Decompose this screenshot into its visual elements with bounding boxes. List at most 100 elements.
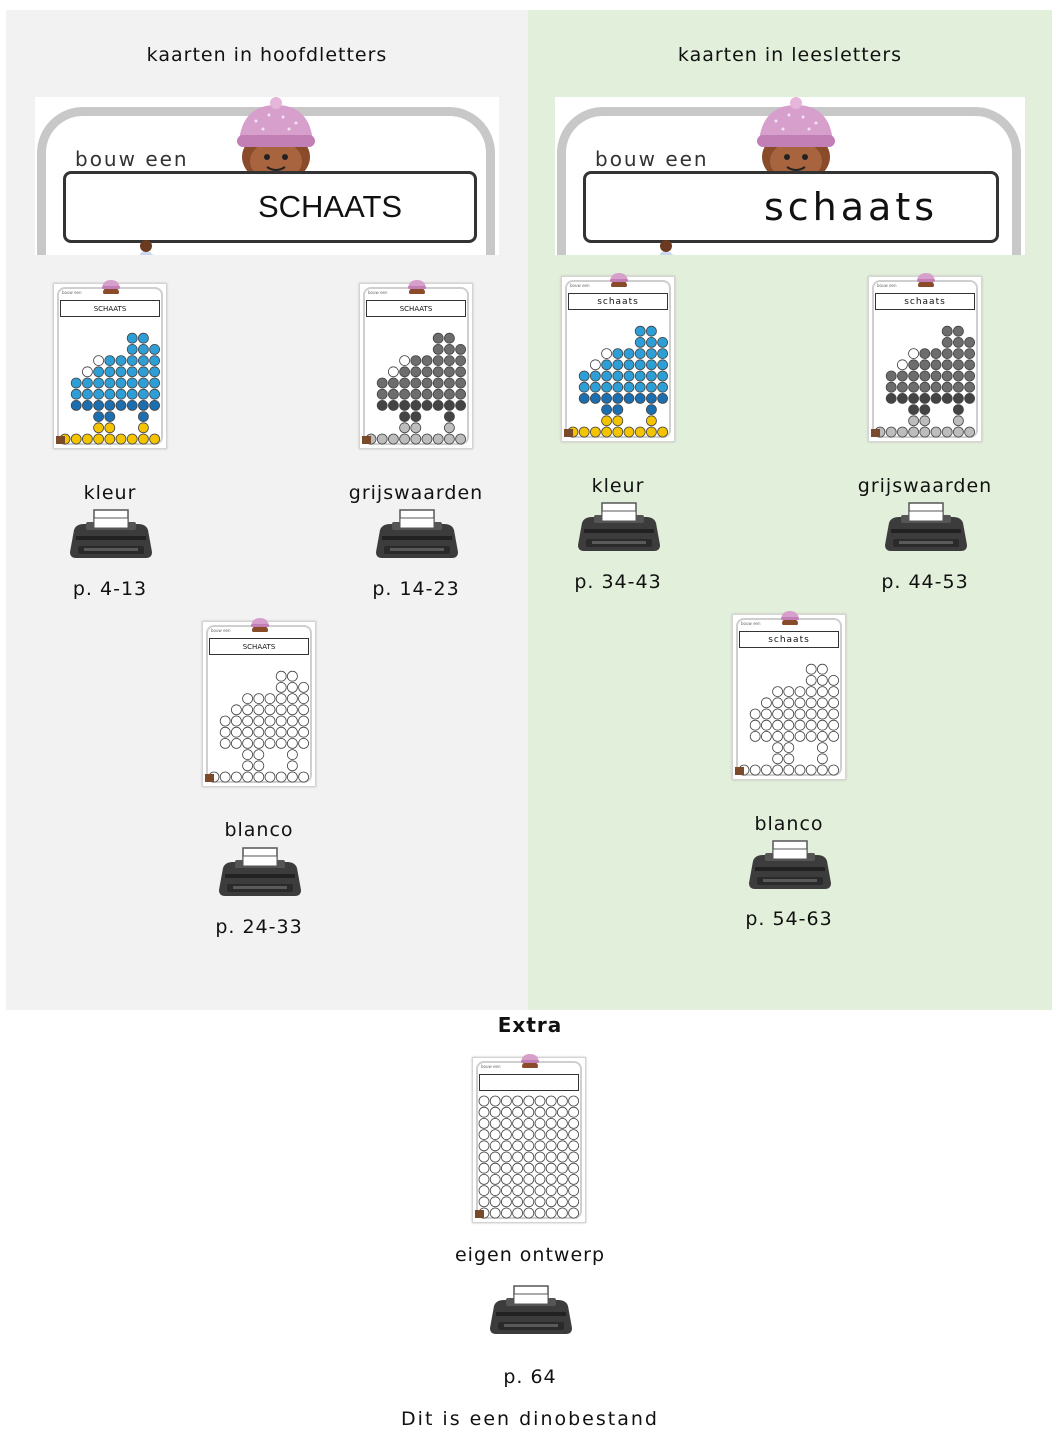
card-thumbnail-color[interactable]: bouw een schaats (561, 273, 675, 442)
bead-icon (953, 325, 964, 337)
bead-icon (772, 686, 783, 697)
bead-grid (362, 332, 466, 445)
bead-icon (930, 370, 942, 382)
bead-icon (512, 1174, 523, 1185)
label-blank: blanco (754, 813, 824, 835)
bead-icon (545, 1162, 557, 1174)
bead-icon (612, 381, 624, 393)
printer-icon[interactable] (217, 846, 303, 902)
bead-icon (388, 388, 399, 400)
bead-icon (501, 1118, 512, 1129)
bead-icon (646, 370, 657, 382)
bead-icon (646, 393, 657, 404)
bead-icon (568, 1174, 579, 1185)
bead-icon (601, 415, 612, 427)
bead-icon (646, 348, 657, 359)
printer-icon[interactable] (488, 1284, 574, 1340)
bead-icon (126, 355, 138, 366)
bead-icon (634, 325, 646, 337)
bead-icon (399, 388, 410, 400)
printer-icon[interactable] (576, 501, 662, 557)
bead-icon (953, 415, 964, 427)
bead-icon (761, 764, 772, 776)
bead-icon (287, 670, 298, 682)
bead-icon (432, 332, 444, 344)
bead-icon (138, 366, 149, 378)
card-thumbnail-blank[interactable]: bouw een SCHAATS (202, 618, 316, 787)
card-thumbnail-gray[interactable]: bouw een SCHAATS (359, 280, 473, 449)
bead-icon (557, 1185, 568, 1197)
card-thumbnail-gray[interactable]: bouw een schaats (868, 273, 982, 442)
bead-grid (205, 670, 309, 783)
banner-prefix: bouw een (595, 147, 709, 171)
bead-icon (557, 1196, 568, 1208)
bead-icon (601, 370, 612, 382)
bead-icon (885, 381, 897, 393)
bead-icon (601, 359, 612, 371)
bead-icon (421, 366, 433, 378)
printer-icon[interactable] (883, 501, 969, 557)
bead-icon (478, 1196, 490, 1208)
bead-icon (828, 697, 839, 709)
bead-icon (612, 359, 624, 371)
bead-icon (115, 433, 127, 445)
bead-icon (253, 771, 265, 783)
bead-icon (432, 355, 444, 366)
label-blank: blanco (224, 819, 294, 841)
bead-icon (489, 1095, 501, 1107)
bead-icon (568, 1106, 579, 1118)
bead-icon (455, 366, 466, 378)
bead-icon (489, 1140, 501, 1152)
label-color: kleur (83, 482, 137, 504)
bead-icon (478, 1162, 490, 1174)
card-word: SCHAATS (209, 638, 309, 655)
bead-icon (828, 675, 839, 686)
card-thumbnail-own-design[interactable]: bouw een (472, 1054, 586, 1223)
bead-icon (287, 760, 298, 772)
bead-icon (253, 726, 265, 738)
bead-icon (657, 337, 668, 348)
bead-icon (930, 393, 942, 404)
bead-icon (578, 381, 590, 393)
bead-icon (126, 433, 138, 445)
bead-icon (578, 393, 590, 404)
bead-icon (646, 325, 657, 337)
printer-icon[interactable] (68, 508, 154, 564)
bead-icon (557, 1118, 568, 1129)
bead-icon (657, 370, 668, 382)
bead-icon (253, 738, 265, 749)
bead-icon (512, 1207, 523, 1219)
bead-icon (772, 731, 783, 742)
bead-icon (126, 332, 138, 344)
bead-icon (489, 1174, 501, 1185)
label-own-design: eigen ontwerp (454, 1244, 606, 1266)
bead-icon (82, 366, 93, 378)
bead-icon (634, 381, 646, 393)
bead-icon (287, 693, 298, 704)
bead-icon (523, 1095, 535, 1107)
bead-icon (908, 359, 919, 371)
bead-icon (219, 726, 231, 738)
bead-icon (783, 742, 795, 754)
bead-icon (421, 377, 433, 389)
bead-icon (410, 355, 422, 366)
bead-icon (287, 726, 298, 738)
printer-icon[interactable] (374, 508, 460, 564)
mini-prefix: bouw een (62, 290, 82, 295)
bead-icon (115, 388, 127, 400)
bead-icon (634, 426, 646, 438)
bead-icon (646, 426, 657, 438)
pages-color: p. 34-43 (574, 571, 662, 593)
bead-icon (455, 433, 466, 445)
card-thumbnail-color[interactable]: bouw een SCHAATS (53, 280, 167, 449)
printer-icon[interactable] (747, 839, 833, 895)
mini-prefix: bouw een (481, 1064, 501, 1069)
bead-icon (657, 348, 668, 359)
bead-icon (253, 749, 265, 761)
bead-icon (104, 400, 116, 411)
bead-icon (523, 1118, 535, 1129)
card-thumbnail-blank[interactable]: bouw een schaats (732, 611, 846, 780)
bead-icon (578, 370, 590, 382)
bead-icon (557, 1095, 568, 1107)
bead-icon (805, 731, 817, 742)
